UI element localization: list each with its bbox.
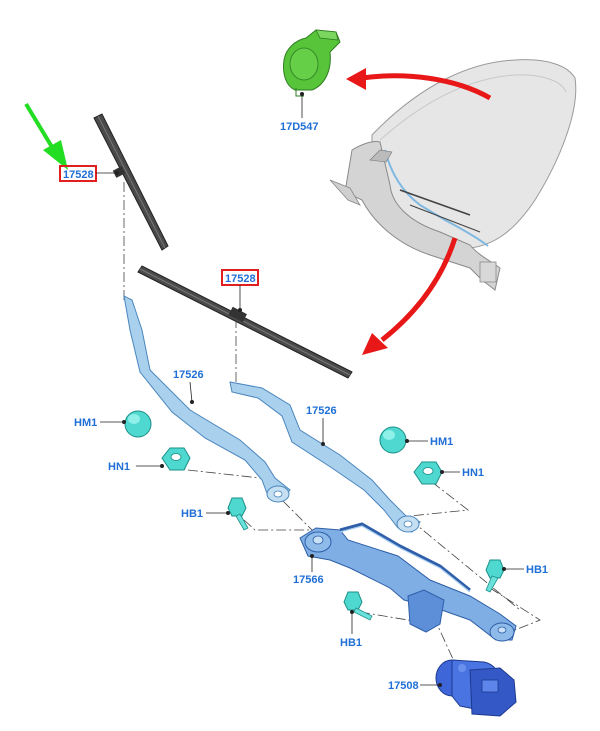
- callout-nut-left: HN1: [108, 461, 130, 473]
- bolt-lower: [343, 591, 373, 621]
- arm-nut-right: [413, 461, 443, 485]
- callout-cowl-cap: 17D547: [280, 121, 319, 133]
- callout-left-blade: 17528: [63, 169, 94, 181]
- callout-bolt-upper: HB1: [181, 508, 203, 520]
- callout-linkage: 17566: [293, 574, 324, 586]
- cowl-cap-part: [283, 29, 341, 97]
- left-wiper-blade: [93, 113, 169, 251]
- callout-motor: 17508: [388, 680, 419, 692]
- callout-bolt-right: HB1: [526, 564, 548, 576]
- callout-left-arm: 17526: [173, 369, 204, 381]
- bolt-right: [485, 559, 505, 593]
- callout-right-blade: 17528: [225, 273, 256, 285]
- highlight-pointer-arrow: [24, 102, 68, 170]
- left-wiper-arm: [123, 295, 291, 503]
- callout-cap-left: HM1: [74, 417, 97, 429]
- reference-arrow-to-wiper-blade: [362, 237, 458, 355]
- vehicle-hood-illustration: [329, 59, 577, 291]
- highlight-box-left-blade: [59, 165, 97, 182]
- callout-cap-right: HM1: [430, 436, 453, 448]
- reference-arrow-to-cowl-cap: [346, 68, 492, 101]
- right-wiper-arm: [229, 381, 421, 533]
- callout-bolt-lower: HB1: [340, 637, 362, 649]
- arm-nut-left: [161, 447, 191, 471]
- callout-nut-right: HN1: [462, 467, 484, 479]
- arm-cap-right: [379, 426, 407, 454]
- arm-cap-left: [124, 410, 152, 438]
- bolt-upper: [227, 497, 249, 531]
- wiper-linkage-assembly: [299, 522, 517, 642]
- right-wiper-blade: [137, 265, 353, 379]
- wiper-motor: [435, 659, 517, 717]
- callout-right-arm: 17526: [306, 405, 337, 417]
